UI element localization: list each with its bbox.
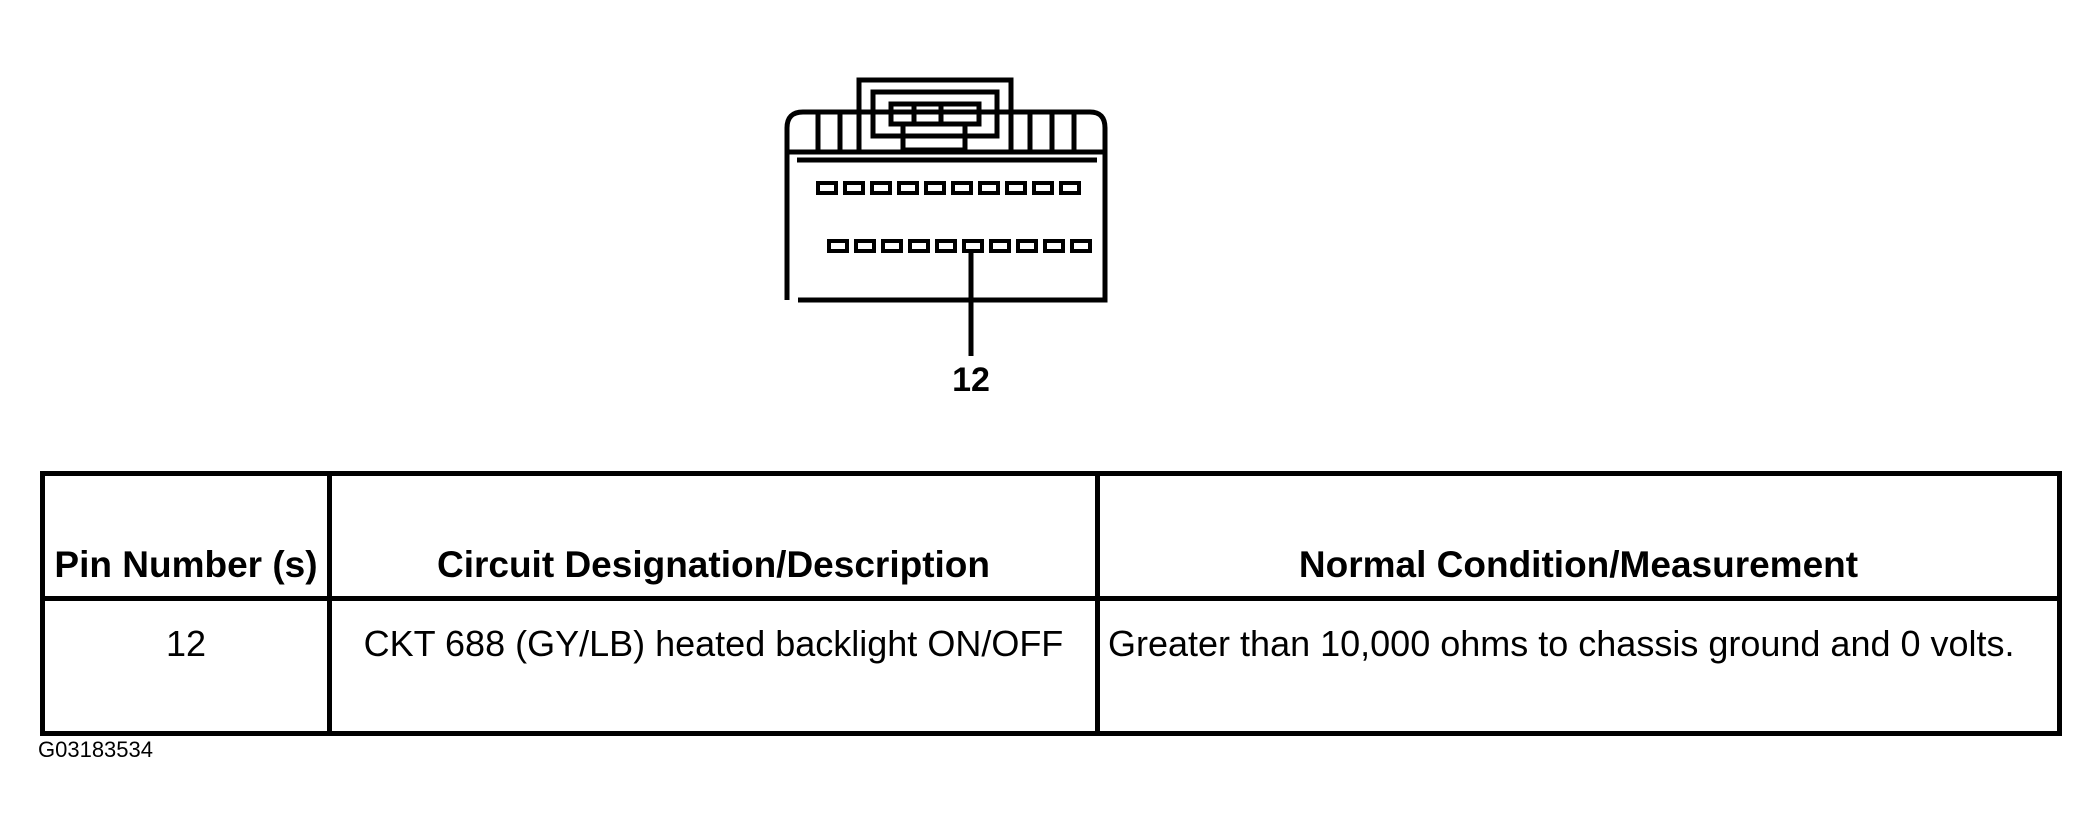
- pin-cavity: [827, 239, 849, 253]
- pin-cavity: [924, 181, 946, 195]
- pin-12-label: 12: [952, 361, 990, 399]
- connector-body: [784, 77, 1108, 303]
- figure-id: G03183534: [38, 737, 153, 762]
- pin-cavity: [962, 239, 984, 253]
- header-circuit: Circuit Designation/Description: [327, 471, 1100, 601]
- pin-cavity: [1059, 181, 1081, 195]
- pin-table: Pin Number (s) Circuit Designation/Descr…: [40, 471, 2062, 736]
- pin-cavity: [935, 239, 957, 253]
- connector-diagram: 12: [784, 77, 1108, 399]
- cell-circuit: CKT 688 (GY/LB) heated backlight ON/OFF: [327, 596, 1100, 736]
- pin-cavity: [897, 181, 919, 195]
- pin-cavity: [816, 181, 838, 195]
- pin-cavity: [1070, 239, 1092, 253]
- header-pin-number: Pin Number (s): [40, 471, 332, 601]
- header-condition: Normal Condition/Measurement: [1095, 471, 2062, 601]
- pin-cavity: [1005, 181, 1027, 195]
- pin-cavity: [843, 181, 865, 195]
- pin-cavity: [854, 239, 876, 253]
- pin-cavity: [951, 181, 973, 195]
- upper-pin-row: [816, 181, 1081, 195]
- pin-cavity: [881, 239, 903, 253]
- table-row: 12 CKT 688 (GY/LB) heated backlight ON/O…: [40, 596, 2062, 736]
- cell-condition: Greater than 10,000 ohms to chassis grou…: [1095, 596, 2062, 736]
- cell-pin-number: 12: [40, 596, 332, 736]
- lower-pin-row: [827, 239, 1092, 253]
- pin-cavity: [870, 181, 892, 195]
- table-header-row: Pin Number (s) Circuit Designation/Descr…: [40, 471, 2062, 601]
- pin-cavity: [989, 239, 1011, 253]
- pin-cavity: [1032, 181, 1054, 195]
- pin-cavity: [978, 181, 1000, 195]
- pin-cavity: [1043, 239, 1065, 253]
- pin-cavity: [908, 239, 930, 253]
- pin-cavity: [1016, 239, 1038, 253]
